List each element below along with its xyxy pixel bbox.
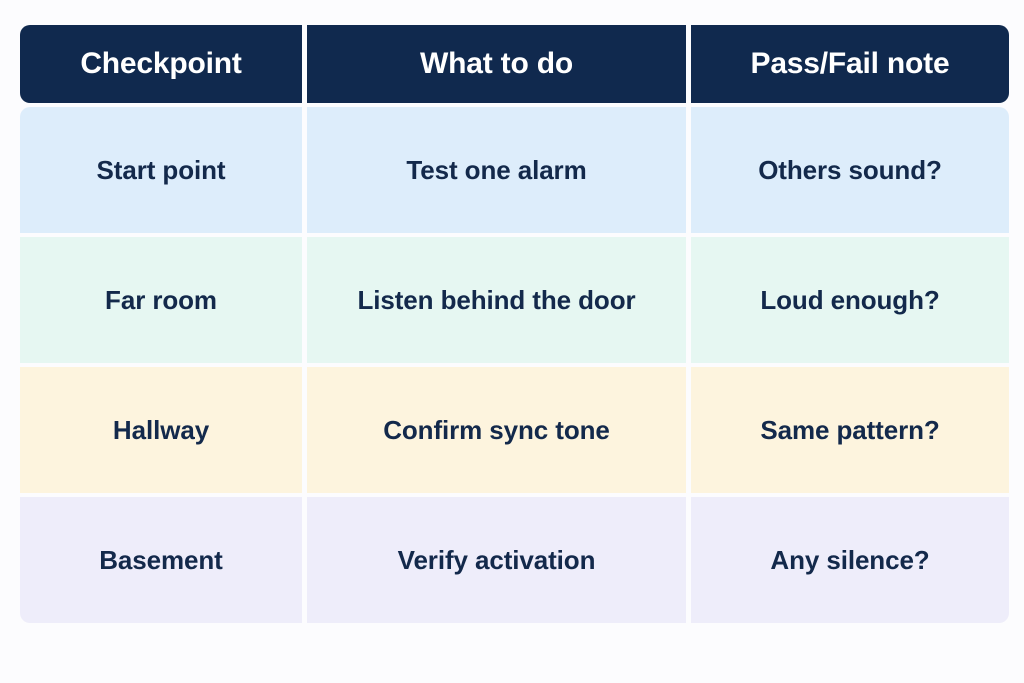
table-header: Checkpoint What to do Pass/Fail note (20, 25, 1009, 103)
table-row: Start point Test one alarm Others sound? (20, 107, 1009, 233)
table-row: Basement Verify activation Any silence? (20, 497, 1009, 623)
cell-what-to-do: Test one alarm (307, 107, 686, 233)
cell-checkpoint: Basement (20, 497, 302, 623)
cell-pass-fail-note: Loud enough? (691, 237, 1009, 363)
cell-what-to-do: Listen behind the door (307, 237, 686, 363)
cell-what-to-do: Confirm sync tone (307, 367, 686, 493)
alarm-checklist-table: Checkpoint What to do Pass/Fail note Sta… (15, 21, 1014, 627)
column-header-pass-fail-note: Pass/Fail note (691, 25, 1009, 103)
cell-pass-fail-note: Others sound? (691, 107, 1009, 233)
table-row: Far room Listen behind the door Loud eno… (20, 237, 1009, 363)
cell-checkpoint: Hallway (20, 367, 302, 493)
checklist-table-container: Checkpoint What to do Pass/Fail note Sta… (20, 25, 1009, 638)
cell-what-to-do: Verify activation (307, 497, 686, 623)
cell-pass-fail-note: Same pattern? (691, 367, 1009, 493)
column-header-what-to-do: What to do (307, 25, 686, 103)
table-row: Hallway Confirm sync tone Same pattern? (20, 367, 1009, 493)
cell-pass-fail-note: Any silence? (691, 497, 1009, 623)
table-header-row: Checkpoint What to do Pass/Fail note (20, 25, 1009, 103)
column-header-checkpoint: Checkpoint (20, 25, 302, 103)
cell-checkpoint: Start point (20, 107, 302, 233)
cell-checkpoint: Far room (20, 237, 302, 363)
table-body: Start point Test one alarm Others sound?… (20, 107, 1009, 623)
